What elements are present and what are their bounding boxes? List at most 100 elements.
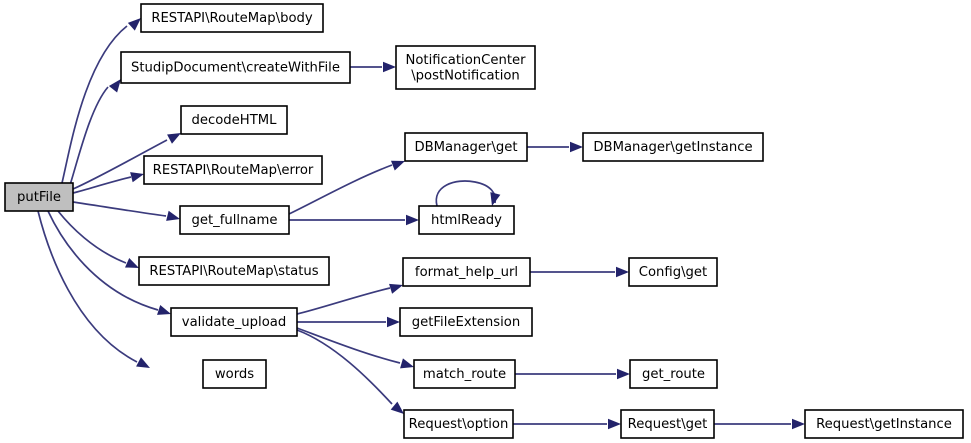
node-box[interactable] [395,45,536,90]
node-label: format_help_url [415,265,518,280]
arrowhead-icon [608,418,621,430]
node-box[interactable] [202,359,267,389]
edge-get_fullname-to-dbmanager_get [288,160,405,215]
node-routemap_body[interactable]: RESTAPI\RouteMap\body [140,3,324,33]
node-label: RESTAPI\RouteMap\error [153,163,314,178]
node-box[interactable] [418,205,515,235]
node-format_help_url[interactable]: format_help_url [402,257,531,287]
node-box[interactable] [180,105,288,135]
node-box[interactable] [140,3,324,33]
edge-line [61,25,128,184]
arrowhead-icon [400,358,414,369]
node-label: RESTAPI\RouteMap\status [149,264,318,279]
node-box[interactable] [628,257,718,287]
node-box[interactable] [399,307,533,337]
node-box[interactable] [138,256,330,286]
node-label: Request\option [409,417,509,432]
arrowhead-icon [387,316,400,328]
node-label: get_route [642,367,705,382]
nodes-layer: putFile RESTAPI\RouteMap\bodyStudipDocume… [4,3,964,439]
node-htmlReady[interactable]: htmlReady [418,205,515,235]
arrowhead-icon [136,357,150,368]
arrowhead-icon [390,160,405,171]
node-label: htmlReady [431,213,502,228]
arrowhead-icon [125,257,139,268]
node-box[interactable] [170,307,298,337]
node-request_get[interactable]: Request\get [620,409,715,439]
edge-putFile-to-words [37,210,150,368]
edge-line [47,210,159,311]
node-words[interactable]: words [202,359,267,389]
node-label: Request\get [628,417,708,432]
node-label: RESTAPI\RouteMap\body [151,11,313,26]
node-box[interactable] [804,409,964,439]
node-validate_upload[interactable]: validate_upload [170,307,298,337]
node-postNotification[interactable]: NotificationCenter\postNotification [395,45,536,90]
edge-line [288,164,393,215]
node-box[interactable] [620,409,715,439]
node-createWithFile[interactable]: StudipDocument\createWithFile [120,51,351,84]
node-box[interactable] [413,359,516,389]
node-match_route[interactable]: match_route [413,359,516,389]
node-request_option[interactable]: Request\option [403,409,514,439]
node-label: getFileExtension [412,315,520,330]
node-config_get[interactable]: Config\get [628,257,718,287]
node-box[interactable] [582,132,764,162]
node-label: NotificationCenter [405,53,526,68]
arrowhead-icon [616,266,629,278]
arrowhead-icon [792,418,805,430]
edge-validate_upload-to-match_route [296,327,414,369]
edge-line [37,210,138,363]
node-get_route[interactable]: get_route [629,359,718,389]
node-label: Request\getInstance [816,417,952,432]
node-dbmanager_instance[interactable]: DBManager\getInstance [582,132,764,162]
arrowhead-icon [389,283,403,294]
edge-putFile-to-routemap_error [72,172,144,194]
edge-putFile-to-routemap_body [61,18,141,184]
node-box[interactable] [143,155,323,185]
edge-line [69,86,109,186]
node-box[interactable] [629,359,718,389]
node-box[interactable] [404,132,528,162]
node-routemap_error[interactable]: RESTAPI\RouteMap\error [143,155,323,185]
edge-line [72,201,167,217]
edge-htmlReady-to-htmlReady [435,180,501,207]
edge-get_fullname-to-htmlReady [289,214,419,226]
node-label: get_fullname [192,213,278,228]
arrowhead-icon [157,305,171,315]
edge-line [72,139,168,190]
edge-validate_upload-to-request_option [296,329,404,414]
arrowhead-icon [490,192,501,206]
edge-match_route-to-get_route [515,368,630,380]
edge-createWithFile-to-postNotification [350,61,396,73]
edge-dbmanager_get-to-dbmanager_instance [527,141,583,153]
arrowhead-icon [617,368,630,380]
edge-request_option-to-request_get [513,418,621,430]
node-box[interactable] [402,257,531,287]
node-label: decodeHTML [192,113,278,128]
arrowhead-icon [570,141,583,153]
edge-line [296,327,401,364]
edge-putFile-to-get_fullname [72,201,180,221]
arrowhead-icon [383,61,396,73]
node-box[interactable] [403,409,514,439]
arrowhead-icon [166,210,180,221]
node-decodeHTML[interactable]: decodeHTML [180,105,288,135]
edge-line [296,287,391,315]
node-putFile[interactable]: putFile [4,182,74,212]
node-box[interactable] [120,51,351,84]
edge-line [72,176,132,194]
node-box[interactable] [179,205,290,235]
node-label: words [215,367,254,382]
node-request_instance[interactable]: Request\getInstance [804,409,964,439]
node-box[interactable] [4,182,74,212]
node-dbmanager_get[interactable]: DBManager\get [404,132,528,162]
edge-putFile-to-createWithFile [69,79,121,186]
node-routemap_status[interactable]: RESTAPI\RouteMap\status [138,256,330,286]
node-getFileExtension[interactable]: getFileExtension [399,307,533,337]
node-get_fullname[interactable]: get_fullname [179,205,290,235]
node-label: validate_upload [182,315,286,330]
edge-putFile-to-validate_upload [47,210,171,315]
